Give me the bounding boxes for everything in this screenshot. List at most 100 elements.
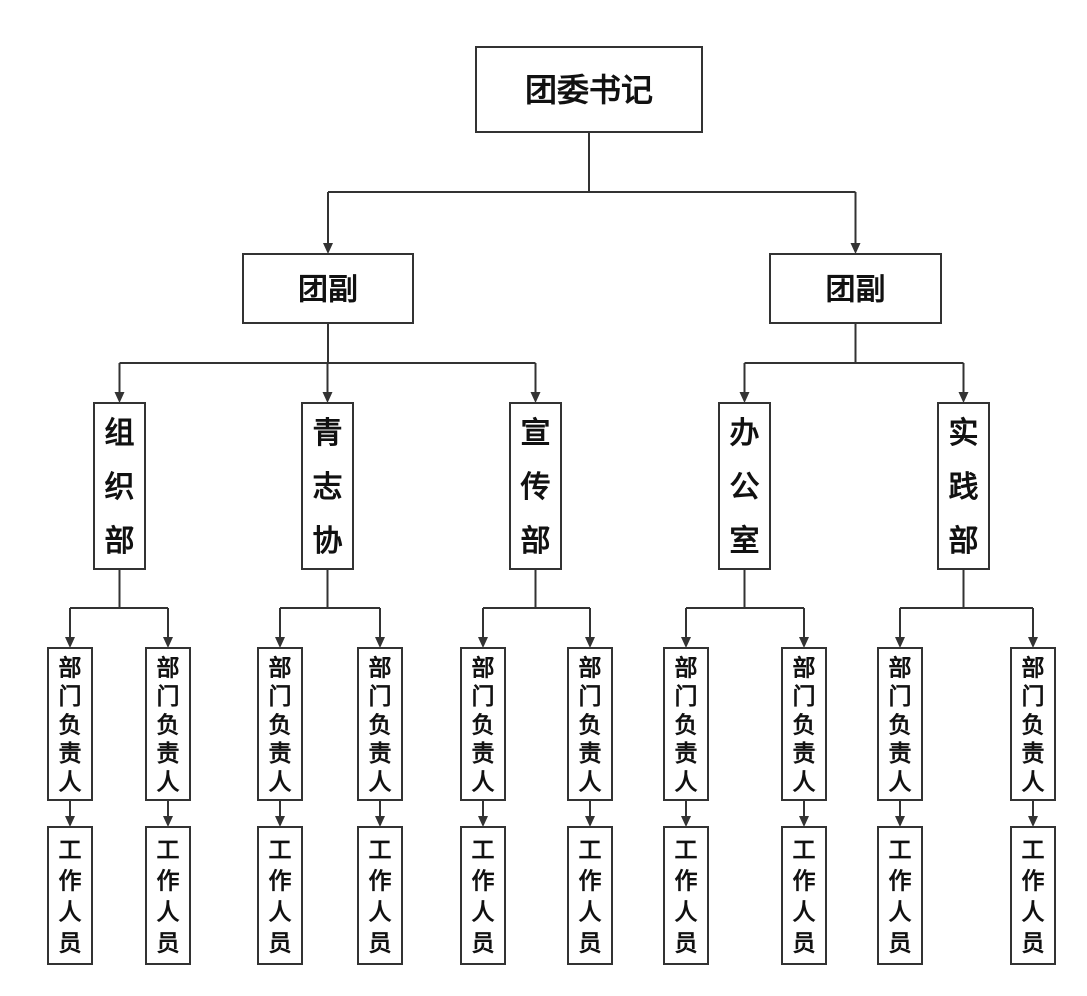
node-leader-4-1-label: 部门负责人: [1022, 654, 1046, 795]
node-leader-0-0-label: 部门负责人: [59, 654, 83, 795]
arrow-head: [799, 637, 809, 648]
node-leader-2-0-box: [460, 647, 506, 801]
arrow-staff: [799, 816, 809, 827]
node-staff-1-0-box: [257, 826, 303, 965]
node-deputy-0-box: [242, 253, 414, 324]
node-root: 团委书记: [475, 46, 703, 133]
node-staff-0-1: 工作人员: [145, 826, 191, 965]
node-deputy-0-label: 团副: [298, 272, 358, 307]
node-staff-0-0-label: 工作人员: [59, 837, 83, 956]
node-leader-1-1-label: 部门负责人: [369, 654, 393, 795]
node-leader-0-0-box: [47, 647, 93, 801]
arrow-head: [275, 637, 285, 648]
node-leader-2-1: 部门负责人: [567, 647, 613, 801]
node-department-2-box: [509, 402, 562, 570]
node-deputy-1-box: [769, 253, 942, 324]
node-leader-4-0-label: 部门负责人: [889, 654, 913, 795]
node-department-1-box: [301, 402, 354, 570]
node-leader-4-0-box: [877, 647, 923, 801]
arrow-staff: [65, 816, 75, 827]
node-department-4: 实践部: [937, 402, 990, 570]
node-department-4-label: 实践部: [949, 416, 979, 559]
arrow-head: [585, 637, 595, 648]
arrow-head: [530, 392, 541, 403]
connector-lines: [65, 132, 1038, 827]
arrow-staff: [478, 816, 488, 827]
node-staff-4-1: 工作人员: [1010, 826, 1056, 965]
node-staff-3-0-label: 工作人员: [675, 837, 699, 956]
node-department-1: 青志协: [301, 402, 354, 570]
arrow-staff: [275, 816, 285, 827]
node-department-2: 宣传部: [509, 402, 562, 570]
node-leader-0-1-box: [145, 647, 191, 801]
arrow-staff: [375, 816, 385, 827]
arrow-staff: [681, 816, 691, 827]
node-department-1-label: 青志协: [313, 416, 343, 559]
node-leader-3-1-box: [781, 647, 827, 801]
node-leader-3-0-label: 部门负责人: [675, 654, 699, 795]
node-staff-1-0-label: 工作人员: [269, 837, 293, 956]
arrow-head: [1028, 637, 1038, 648]
node-leader-2-0: 部门负责人: [460, 647, 506, 801]
arrow-staff: [163, 816, 173, 827]
node-leader-4-1: 部门负责人: [1010, 647, 1056, 801]
node-staff-3-1-box: [781, 826, 827, 965]
node-staff-2-0-box: [460, 826, 506, 965]
node-staff-3-0: 工作人员: [663, 826, 709, 965]
arrow-head: [739, 392, 750, 403]
arrow-head: [478, 637, 488, 648]
node-department-0-box: [93, 402, 146, 570]
arrow-head: [958, 392, 969, 403]
node-staff-3-1: 工作人员: [781, 826, 827, 965]
node-staff-0-1-box: [145, 826, 191, 965]
node-leader-3-0: 部门负责人: [663, 647, 709, 801]
arrow-head: [65, 637, 75, 648]
node-staff-4-1-box: [1010, 826, 1056, 965]
node-leader-2-1-box: [567, 647, 613, 801]
arrow-staff: [1028, 816, 1038, 827]
node-leader-1-1-box: [357, 647, 403, 801]
node-root-box: [475, 46, 703, 133]
node-leader-2-0-label: 部门负责人: [472, 654, 496, 795]
node-staff-1-0: 工作人员: [257, 826, 303, 965]
node-staff-4-0: 工作人员: [877, 826, 923, 965]
node-staff-4-0-label: 工作人员: [889, 837, 913, 956]
arrow-deputy-0: [323, 243, 333, 254]
arrow-head: [322, 392, 333, 403]
arrow-head: [375, 637, 385, 648]
arrow-head: [163, 637, 173, 648]
node-department-0: 组织部: [93, 402, 146, 570]
node-leader-1-0-box: [257, 647, 303, 801]
node-leader-1-0: 部门负责人: [257, 647, 303, 801]
node-department-4-box: [937, 402, 990, 570]
node-staff-1-1: 工作人员: [357, 826, 403, 965]
node-root-label: 团委书记: [525, 71, 653, 109]
node-department-3: 办公室: [718, 402, 771, 570]
arrow-staff: [895, 816, 905, 827]
node-department-2-label: 宣传部: [520, 416, 551, 559]
node-leader-3-0-box: [663, 647, 709, 801]
node-staff-3-1-label: 工作人员: [793, 837, 817, 956]
node-staff-0-0-box: [47, 826, 93, 965]
node-leader-0-1: 部门负责人: [145, 647, 191, 801]
node-staff-2-1-label: 工作人员: [579, 837, 603, 956]
node-staff-4-0-box: [877, 826, 923, 965]
node-leader-0-1-label: 部门负责人: [157, 654, 181, 795]
arrow-head: [895, 637, 905, 648]
node-staff-1-1-label: 工作人员: [369, 837, 393, 956]
node-leader-4-0: 部门负责人: [877, 647, 923, 801]
node-leader-2-1-label: 部门负责人: [579, 654, 603, 795]
node-department-3-box: [718, 402, 771, 570]
node-deputy-1-label: 团副: [826, 272, 886, 307]
node-leader-3-1: 部门负责人: [781, 647, 827, 801]
node-leader-3-1-label: 部门负责人: [793, 654, 817, 795]
node-leader-1-0-label: 部门负责人: [269, 654, 293, 795]
node-staff-2-0: 工作人员: [460, 826, 506, 965]
node-staff-0-1-label: 工作人员: [157, 837, 181, 956]
node-deputy-1: 团副: [769, 253, 942, 324]
node-department-0-label: 组织部: [105, 416, 135, 559]
node-staff-2-1: 工作人员: [567, 826, 613, 965]
node-staff-2-1-box: [567, 826, 613, 965]
node-leader-4-1-box: [1010, 647, 1056, 801]
